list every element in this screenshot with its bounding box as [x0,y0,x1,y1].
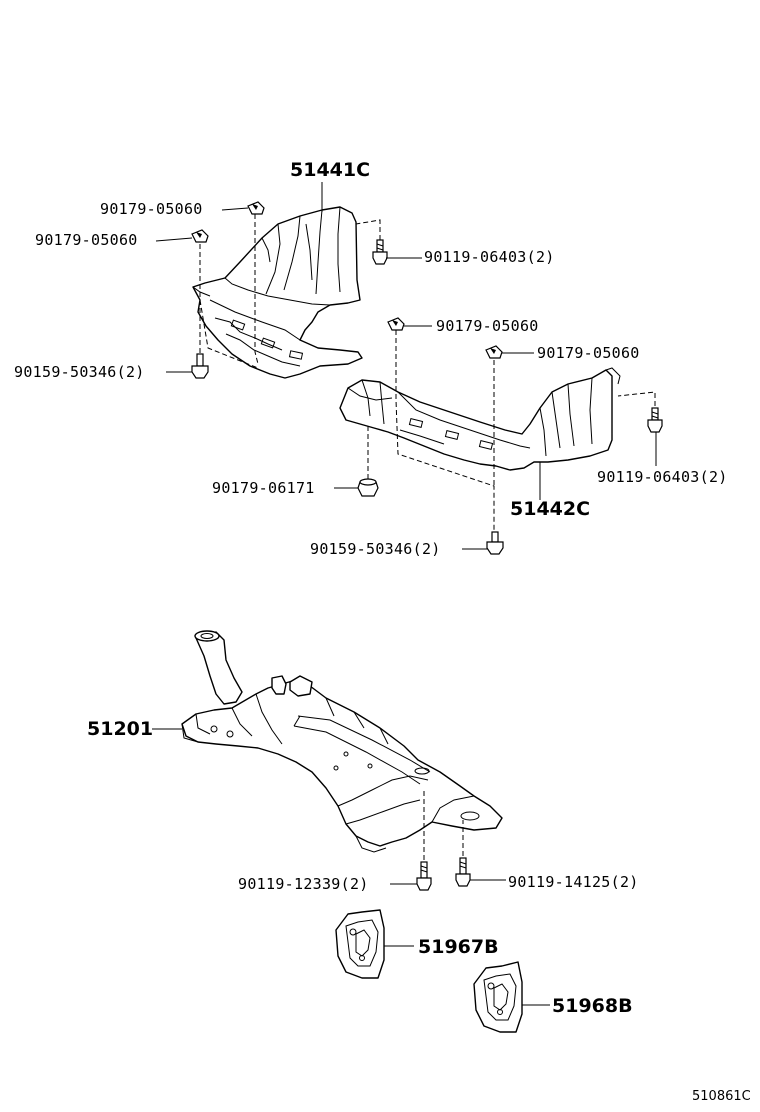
label-51968b: 51968B [552,995,633,1017]
engine-under-cover-51441c[interactable] [192,206,363,379]
label-clip-a: 90179-05060 [100,200,203,218]
diagram-id: 510861C [692,1089,751,1104]
bracket-51968b[interactable] [473,961,523,1033]
assembly-lines [199,214,656,860]
bracket-51967b[interactable] [335,909,385,979]
clip-icon-middle[interactable] [387,317,405,331]
label-clip-c: 90179-05060 [436,317,539,335]
label-screw-bottom: 90159-50346(2) [310,540,441,558]
label-bolt-right-top: 90119-06403(2) [597,468,728,486]
label-bolt-member-right: 90119-14125(2) [508,873,639,891]
front-suspension-member-51201[interactable] [181,630,503,853]
label-nut-center: 90179-06171 [212,479,315,497]
label-clip-d: 90179-05060 [537,344,640,362]
screw-icon-bottom[interactable] [486,531,504,555]
label-bolt-member-left: 90119-12339(2) [238,875,369,893]
clip-icon-left[interactable] [191,229,209,243]
screw-icon-left[interactable] [191,353,209,379]
label-clip-b: 90179-05060 [35,231,138,249]
engine-under-cover-51442c[interactable] [339,367,621,471]
clip-icon-right[interactable] [485,345,503,359]
label-51201: 51201 [87,718,153,740]
label-51442c: 51442C [510,498,590,520]
leader-lines [152,182,657,1006]
label-51441c: 51441C [290,159,370,181]
clip-icon-top[interactable] [247,201,265,215]
bolt-icon-member-left[interactable] [416,861,432,891]
bolt-icon-member-right[interactable] [455,857,471,887]
label-51967b: 51967B [418,936,499,958]
bolt-icon-upper-right[interactable] [647,407,663,433]
label-screw-left: 90159-50346(2) [14,363,145,381]
bolt-icon-upper-left[interactable] [372,239,388,265]
nut-icon-center[interactable] [357,478,379,497]
label-bolt-left-top: 90119-06403(2) [424,248,555,266]
